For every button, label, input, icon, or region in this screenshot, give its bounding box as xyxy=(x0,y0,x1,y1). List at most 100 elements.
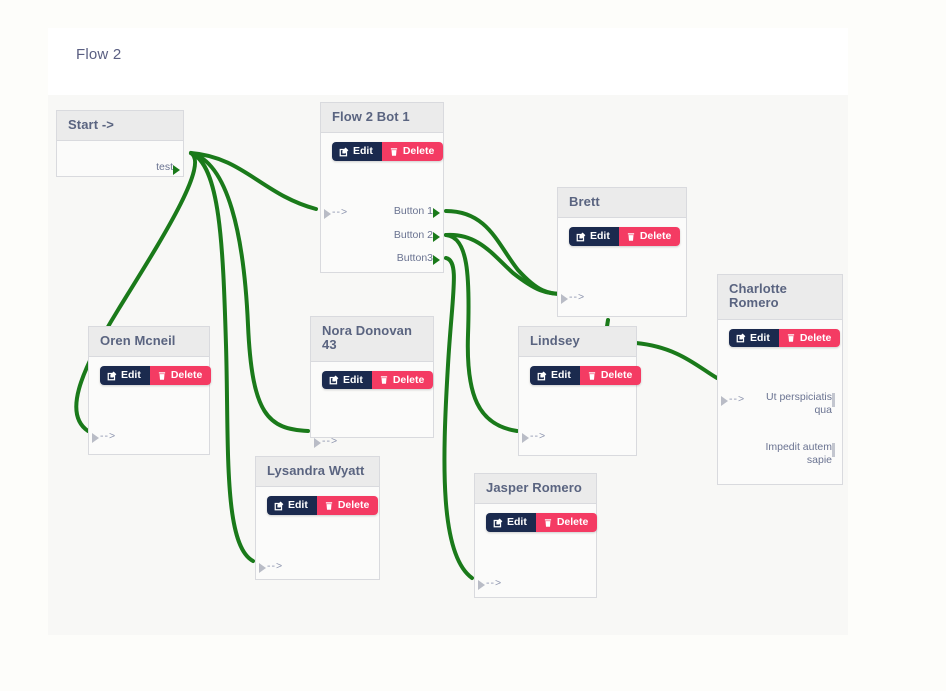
edit-button[interactable]: Edit xyxy=(486,513,536,532)
edit-button-label: Edit xyxy=(353,145,373,158)
input-handle-icon[interactable] xyxy=(721,395,728,406)
flow-header-card: Flow 2 xyxy=(48,28,848,95)
output-label: Impedit autem sapie xyxy=(765,440,832,466)
output-port-test[interactable]: test xyxy=(156,161,180,176)
input-port[interactable]: --> xyxy=(478,577,502,591)
edge-button3-to-jasper xyxy=(442,256,474,580)
input-handle-icon[interactable] xyxy=(324,209,331,220)
node-actions: Edit Delete xyxy=(322,370,434,390)
node-charlotte-romero[interactable]: Charlotte Romero Edit Delete --> xyxy=(717,274,843,485)
delete-button[interactable]: Delete xyxy=(579,366,642,385)
node-body: Edit Delete --> xyxy=(558,218,686,316)
edit-button[interactable]: Edit xyxy=(530,366,580,385)
delete-button[interactable]: Delete xyxy=(618,227,681,246)
output-handle-icon[interactable] xyxy=(173,165,180,176)
pencil-square-icon xyxy=(329,375,339,385)
input-handle-icon[interactable] xyxy=(92,433,99,444)
input-handle-icon[interactable] xyxy=(478,580,485,591)
node-body: Edit Delete --> Ut perspiciatis qua xyxy=(718,320,842,499)
node-start[interactable]: Start -> test xyxy=(56,110,184,177)
node-oren-mcneil[interactable]: Oren Mcneil Edit Delete --> xyxy=(88,326,212,455)
trash-icon xyxy=(157,371,167,381)
input-handle-icon[interactable] xyxy=(314,437,321,448)
input-label: --> xyxy=(569,291,586,304)
node-title: Jasper Romero xyxy=(475,474,596,505)
node-actions: Edit Delete xyxy=(267,496,379,515)
pencil-square-icon xyxy=(576,232,586,242)
node-actions: Edit Delete xyxy=(100,366,212,385)
delete-button-label: Delete xyxy=(170,369,203,382)
edit-button-label: Edit xyxy=(343,373,363,386)
flow-canvas[interactable]: Start -> test Flow 2 Bot 1 Edit xyxy=(48,95,848,635)
edit-button[interactable]: Edit xyxy=(322,370,372,390)
node-body: Edit Delete --> Button 1 Button 2 xyxy=(321,133,444,272)
input-label: --> xyxy=(729,392,746,405)
node-body: test xyxy=(57,141,183,176)
node-body: Edit Delete --> xyxy=(89,357,212,454)
node-jasper-romero[interactable]: Jasper Romero Edit Delete --> xyxy=(474,473,598,598)
input-handle-icon[interactable] xyxy=(522,433,529,444)
node-body: Edit Delete --> xyxy=(311,362,434,452)
node-flow-2-bot-1[interactable]: Flow 2 Bot 1 Edit Delete --> xyxy=(320,102,444,273)
node-body: Edit Delete --> xyxy=(256,487,379,579)
edit-button[interactable]: Edit xyxy=(100,366,150,385)
output-port-button-2[interactable]: Button 2 xyxy=(394,229,440,243)
node-actions: Edit Delete xyxy=(569,227,681,246)
node-lysandra-wyatt[interactable]: Lysandra Wyatt Edit Delete --> xyxy=(255,456,380,580)
output-handle-icon[interactable] xyxy=(433,208,440,219)
input-port[interactable]: --> xyxy=(314,435,338,448)
node-title: Start -> xyxy=(57,111,183,142)
edit-button[interactable]: Edit xyxy=(332,142,382,161)
trash-icon xyxy=(379,375,389,385)
edge-lindsey-to-charlotte xyxy=(634,341,719,380)
input-handle-icon[interactable] xyxy=(259,563,266,574)
output-port-impedit-autem-sapie[interactable]: Impedit autem sapie xyxy=(762,440,835,467)
edit-button[interactable]: Edit xyxy=(569,227,619,246)
node-lindsey[interactable]: Lindsey Edit Delete --> xyxy=(518,326,642,456)
input-port[interactable]: --> xyxy=(561,291,586,305)
input-port[interactable]: --> xyxy=(721,392,746,406)
delete-button[interactable]: Delete xyxy=(381,142,444,161)
input-port[interactable]: --> xyxy=(92,430,116,444)
edit-button-label: Edit xyxy=(288,499,308,512)
output-handle-icon[interactable] xyxy=(433,255,440,266)
output-handle-icon[interactable] xyxy=(832,392,835,407)
input-handle-icon[interactable] xyxy=(561,294,568,305)
output-handle-icon[interactable] xyxy=(433,232,440,243)
node-title: Charlotte Romero xyxy=(718,275,842,320)
delete-button-label: Delete xyxy=(402,145,435,158)
node-brett[interactable]: Brett Edit Delete --> xyxy=(557,187,687,317)
input-label: --> xyxy=(530,430,547,443)
edit-button-label: Edit xyxy=(121,369,141,382)
output-port-ut-perspiciatis-qua[interactable]: Ut perspiciatis qua xyxy=(762,391,835,417)
delete-button-label: Delete xyxy=(600,369,633,382)
input-port[interactable]: --> xyxy=(259,560,283,574)
node-title: Oren Mcneil xyxy=(89,327,209,358)
edit-button-label: Edit xyxy=(551,369,571,382)
edge-button1-to-brett xyxy=(444,209,566,296)
delete-button[interactable]: Delete xyxy=(371,370,434,390)
node-actions: Edit Delete xyxy=(530,366,642,385)
edit-button[interactable]: Edit xyxy=(729,328,779,348)
input-port[interactable]: --> xyxy=(522,430,547,444)
trash-icon xyxy=(626,232,636,242)
node-nora-donovan-43[interactable]: Nora Donovan 43 Edit Delete --> xyxy=(310,316,434,448)
node-actions: Edit Delete xyxy=(486,513,598,532)
edit-button[interactable]: Edit xyxy=(267,496,317,515)
delete-button[interactable]: Delete xyxy=(535,513,598,532)
page-title: Flow 2 xyxy=(76,46,122,63)
delete-button[interactable]: Delete xyxy=(778,328,841,348)
output-handle-icon[interactable] xyxy=(832,442,835,457)
output-port-button-3[interactable]: Button3 xyxy=(397,252,440,266)
delete-button-label: Delete xyxy=(556,516,589,529)
delete-button[interactable]: Delete xyxy=(316,496,379,515)
input-port[interactable]: --> xyxy=(324,206,348,220)
delete-button[interactable]: Delete xyxy=(149,366,212,385)
output-port-button-1[interactable]: Button 1 xyxy=(394,205,440,219)
node-title: Brett xyxy=(558,188,686,219)
pencil-square-icon xyxy=(339,147,349,157)
node-title: Nora Donovan 43 xyxy=(311,317,433,362)
delete-button-label: Delete xyxy=(799,331,832,344)
edge-button2-to-lindsey xyxy=(444,233,519,433)
